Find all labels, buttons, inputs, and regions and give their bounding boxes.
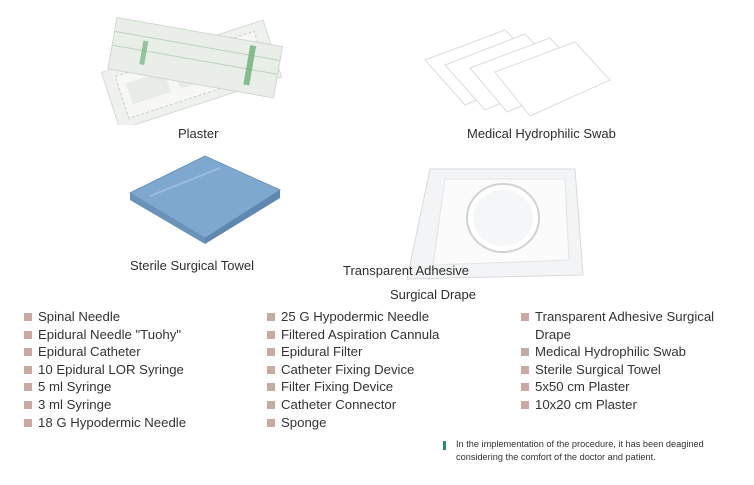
list-item: 10 Epidural LOR Syringe bbox=[24, 361, 186, 379]
list-item: Catheter Connector bbox=[267, 396, 439, 414]
footnote-line2: considering the comfort of the doctor an… bbox=[456, 452, 656, 462]
component-list-col1: Spinal Needle Epidural Needle "Tuohy" Ep… bbox=[24, 308, 186, 431]
adhesive-drape-image bbox=[405, 165, 585, 283]
adhesive-drape-caption-line2: Surgical Drape bbox=[390, 287, 476, 302]
plaster-image bbox=[95, 15, 285, 131]
surgical-towel-caption: Sterile Surgical Towel bbox=[130, 258, 255, 273]
list-item: 3 ml Syringe bbox=[24, 396, 186, 414]
list-item: 25 G Hypodermic Needle bbox=[267, 308, 439, 326]
adhesive-drape-caption-line1: Transparent Adhesive bbox=[343, 263, 469, 278]
list-item: Transparent Adhesive Surgical bbox=[521, 308, 714, 326]
list-item: 10x20 cm Plaster bbox=[521, 396, 714, 414]
footnote: In the implementation of the procedure, … bbox=[456, 438, 704, 464]
plaster-caption: Plaster bbox=[178, 126, 219, 141]
list-item: 5x50 cm Plaster bbox=[521, 378, 714, 396]
list-item-continuation: Drape bbox=[535, 326, 571, 342]
list-item: Epidural Filter bbox=[267, 343, 439, 361]
list-item: Medical Hydrophilic Swab bbox=[521, 343, 714, 361]
list-item: Filter Fixing Device bbox=[267, 378, 439, 396]
surgical-towel-image bbox=[120, 148, 290, 253]
list-item: Catheter Fixing Device bbox=[267, 361, 439, 379]
list-item: Epidural Needle "Tuohy" bbox=[24, 326, 186, 344]
list-item: 18 G Hypodermic Needle bbox=[24, 414, 186, 432]
list-item: Sterile Surgical Towel bbox=[521, 361, 714, 379]
list-item: 5 ml Syringe bbox=[24, 378, 186, 396]
hydrophilic-swab-image bbox=[415, 20, 615, 120]
list-item: Filtered Aspiration Cannula bbox=[267, 326, 439, 344]
component-list-col3: Transparent Adhesive Surgical Drape Medi… bbox=[521, 308, 714, 414]
list-item: Epidural Catheter bbox=[24, 343, 186, 361]
list-item: Spinal Needle bbox=[24, 308, 186, 326]
list-item: Sponge bbox=[267, 414, 439, 432]
note-accent-bar bbox=[443, 441, 446, 450]
component-list-col2: 25 G Hypodermic Needle Filtered Aspirati… bbox=[267, 308, 439, 431]
footnote-line1: In the implementation of the procedure, … bbox=[456, 439, 704, 449]
hydrophilic-swab-caption: Medical Hydrophilic Swab bbox=[467, 126, 616, 141]
